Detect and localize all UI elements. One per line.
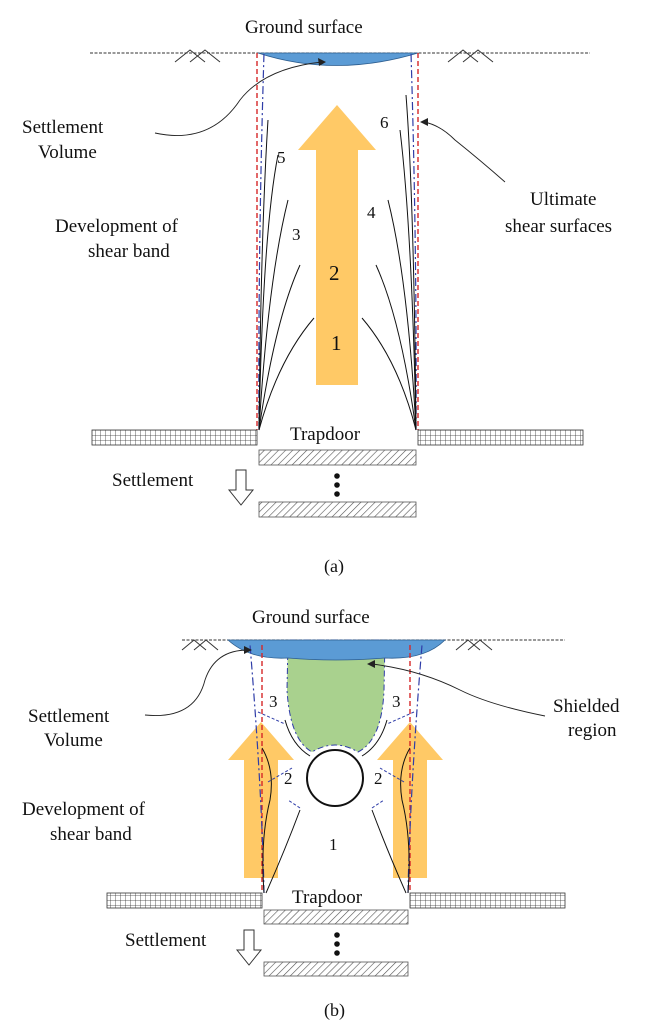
settlement-volume-line1-b: Settlement xyxy=(28,706,110,727)
shielded-region-b xyxy=(286,639,386,753)
trapdoor-plate-top-b xyxy=(263,909,409,925)
development-line1-b: Development of xyxy=(22,799,146,820)
development-label-b: Development of shear band xyxy=(22,799,150,845)
settlement-volume-arrowhead-a xyxy=(318,58,326,66)
ground-symbol-right-b xyxy=(455,639,493,651)
upward-arrow-a xyxy=(298,105,376,385)
stage-number-1-a: 1 xyxy=(331,331,342,355)
stage-number-3-a: 3 xyxy=(292,225,301,244)
fixed-base-right-b xyxy=(409,892,566,909)
trapdoor-label-b: Trapdoor xyxy=(292,887,363,908)
settlement-volume-label-b: Settlement Volume xyxy=(28,706,114,751)
stage-number-2-right-b: 2 xyxy=(374,769,383,788)
upward-arrow-left-b xyxy=(228,722,294,878)
ellipsis-dots-a xyxy=(334,473,340,497)
blue-dashdot-line-left-a xyxy=(258,52,265,431)
development-line1-a: Development of xyxy=(55,216,179,237)
settlement-volume-line1-a: Settlement xyxy=(22,117,104,138)
shear-bands-right-a xyxy=(361,94,417,431)
settlement-volume-label-a: Settlement Volume xyxy=(22,117,108,163)
settlement-volume-line2-b: Volume xyxy=(44,730,103,751)
settlement-volume-a xyxy=(257,52,419,66)
stage-number-6-a: 6 xyxy=(380,113,389,132)
stage-number-1-b: 1 xyxy=(329,835,338,854)
settlement-down-arrow-a xyxy=(227,469,255,506)
fixed-base-left-b xyxy=(106,892,263,909)
panel-a: Ground surface xyxy=(22,17,612,577)
development-label-a: Development of shear band xyxy=(55,216,183,262)
ultimate-line1-a: Ultimate xyxy=(530,189,596,210)
trapdoor-label-a: Trapdoor xyxy=(290,424,361,445)
ground-symbol-right-a xyxy=(447,49,494,63)
caption-a: (a) xyxy=(324,556,344,577)
settlement-label-a: Settlement xyxy=(112,470,194,491)
development-line2-a: shear band xyxy=(88,241,170,262)
caption-b: (b) xyxy=(324,1000,345,1021)
stage-number-2-left-b: 2 xyxy=(284,769,293,788)
settlement-volume-leader-a xyxy=(154,61,323,136)
shielded-line1-b: Shielded xyxy=(553,696,620,717)
stage-number-3-left-b: 3 xyxy=(269,692,278,711)
settlement-down-arrow-b xyxy=(235,929,263,966)
stage-number-5-a: 5 xyxy=(277,148,286,167)
shear-bands-left-a xyxy=(258,119,315,431)
blue-dashdot-line-right-b xyxy=(407,644,423,894)
ground-surface-label-b: Ground surface xyxy=(252,607,370,628)
shear-bands-right-b xyxy=(361,719,411,894)
settlement-label-b: Settlement xyxy=(125,930,207,951)
fixed-base-right-a xyxy=(417,429,584,446)
trapdoor-plate-bottom-a xyxy=(258,501,417,518)
panel-b: Ground surface xyxy=(22,607,624,1021)
stage-number-3-right-b: 3 xyxy=(392,692,401,711)
trapdoor-plate-top-a xyxy=(258,449,417,466)
development-line2-b: shear band xyxy=(50,824,132,845)
stage-number-2-a: 2 xyxy=(329,261,340,285)
shielded-line2-b: region xyxy=(568,720,617,741)
fixed-base-left-a xyxy=(91,429,258,446)
settlement-volume-b xyxy=(226,639,446,661)
shielded-label-b: Shielded region xyxy=(553,696,624,741)
ultimate-line2-a: shear surfaces xyxy=(505,216,612,237)
shielded-arrowhead-b xyxy=(367,660,375,668)
ground-surface-label-a: Ground surface xyxy=(245,17,363,38)
blue-dashdot-line-left-b xyxy=(249,644,265,894)
stage-number-4-a: 4 xyxy=(367,203,376,222)
blue-dashdot-line-right-a xyxy=(410,52,417,431)
ultimate-arrowhead-a xyxy=(420,118,428,126)
trapdoor-plate-bottom-b xyxy=(263,961,409,977)
ellipsis-dots-b xyxy=(334,932,340,956)
tunnel-circle-b xyxy=(306,749,364,807)
ground-symbol-left-a xyxy=(174,49,221,63)
settlement-volume-line2-a: Volume xyxy=(38,142,97,163)
small-arrows-b xyxy=(257,711,415,809)
ultimate-leader-a xyxy=(423,121,506,183)
ground-symbol-left-b xyxy=(181,639,219,651)
settlement-volume-arrowhead-b xyxy=(244,646,252,654)
shielded-leader-b xyxy=(371,663,546,717)
shear-bands-left-b xyxy=(261,719,311,894)
settlement-volume-leader-b xyxy=(144,649,249,716)
ultimate-label-a: Ultimate shear surfaces xyxy=(505,189,612,237)
